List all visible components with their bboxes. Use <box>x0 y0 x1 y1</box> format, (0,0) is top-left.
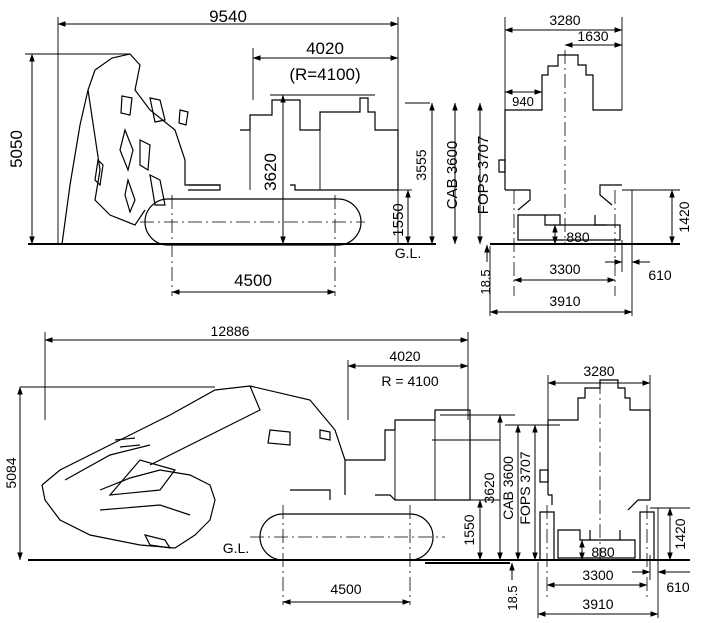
top-cab-width: 940 <box>512 94 534 109</box>
bottom-fops-height: FOPS 3707 <box>517 451 533 524</box>
top-overall-length: 9540 <box>209 7 247 26</box>
bottom-tail-length: 4020 <box>389 348 420 364</box>
top-side-view: 9540 4020 (R=4100) 5050 3620 1550 3555 G… <box>7 7 436 296</box>
bottom-tumbler-distance: 4500 <box>330 581 361 597</box>
bottom-ground-clearance: 880 <box>591 544 615 560</box>
top-height-3620: 3620 <box>261 153 280 191</box>
top-ground-clearance: 880 <box>566 229 590 245</box>
bottom-clearance-1550: 1550 <box>461 514 477 545</box>
top-ground-label: G.L. <box>395 245 421 261</box>
top-upper-width: 3280 <box>549 12 580 28</box>
bottom-cab-height: CAB 3600 <box>500 456 516 520</box>
top-track-overall-width: 3910 <box>549 293 580 309</box>
bottom-front-outline <box>547 379 651 511</box>
bottom-overall-height: 5084 <box>3 457 19 488</box>
bottom-overall-length: 12886 <box>211 323 250 339</box>
top-track <box>144 198 362 246</box>
bottom-track-height: 1420 <box>672 518 688 549</box>
top-tumbler-distance: 4500 <box>234 271 272 290</box>
bottom-front-view: CAB 3600 FOPS 3707 3280 1420 880 3300 61… <box>500 363 690 618</box>
top-upper-half-width: 1630 <box>577 28 608 44</box>
bottom-front-attachment <box>41 385 346 549</box>
bottom-height-3620: 3620 <box>481 472 497 503</box>
top-shoe-width: 610 <box>648 267 672 283</box>
top-fops-height: FOPS 3707 <box>475 136 492 214</box>
top-depth: 18.5 <box>478 269 493 294</box>
top-clearance-1550: 1550 <box>390 203 407 236</box>
bottom-side-view: 12886 4020 R = 4100 5084 3620 1550 G.L. … <box>3 323 540 611</box>
top-tail-radius: (R=4100) <box>289 65 360 84</box>
bottom-upper-structure <box>290 409 471 501</box>
bottom-depth: 18.5 <box>505 585 520 610</box>
bottom-shoe-width: 610 <box>666 579 690 595</box>
top-gauge: 3300 <box>549 261 580 277</box>
top-tail-length: 4020 <box>306 39 344 58</box>
top-upper-structure <box>188 97 399 191</box>
top-front-outline <box>504 54 622 211</box>
top-cab-height: CAB 3600 <box>444 141 461 209</box>
bottom-gauge: 3300 <box>582 567 613 583</box>
bottom-tail-radius: R = 4100 <box>381 373 438 389</box>
top-overall-height: 5050 <box>7 130 26 168</box>
top-track-height: 1420 <box>676 201 692 232</box>
top-front-view: CAB 3600 FOPS 3707 18.5 3280 1630 940 14… <box>444 12 692 316</box>
bottom-ground-label: G.L. <box>223 540 249 556</box>
top-front-attachment <box>61 53 220 245</box>
top-height-3555: 3555 <box>413 149 429 180</box>
bottom-upper-width: 3280 <box>583 363 614 379</box>
bottom-track-overall-width: 3910 <box>582 596 613 612</box>
